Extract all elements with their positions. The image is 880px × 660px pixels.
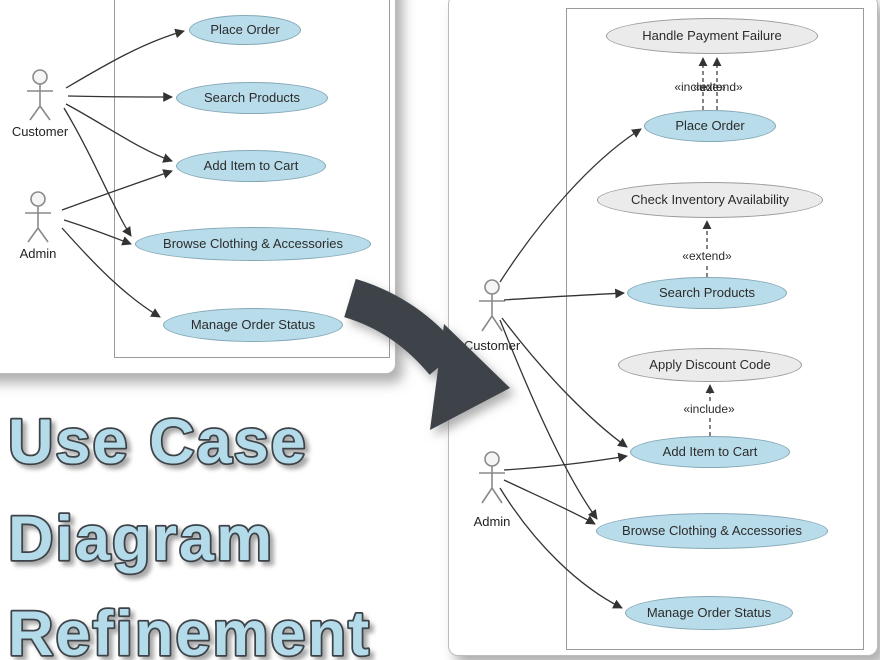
- right-customer-actor-label: Customer: [463, 338, 521, 353]
- title-line-3: Refinement: [8, 599, 371, 660]
- page-title: Use Case Diagram Refinement: [6, 405, 371, 660]
- left-admin-actor-label: Admin: [19, 246, 57, 261]
- usecase-apply-discount: Apply Discount Code: [618, 348, 802, 382]
- usecase-search-products-right: Search Products: [627, 277, 787, 309]
- usecase-search-products-left: Search Products: [176, 82, 328, 114]
- usecase-place-order-right: Place Order: [644, 110, 776, 142]
- usecase-add-item-right: Add Item to Cart: [630, 436, 790, 468]
- usecase-place-order-left: Place Order: [189, 15, 301, 45]
- left-customer-actor-label: Customer: [11, 124, 69, 139]
- usecase-browse-right: Browse Clothing & Accessories: [596, 513, 828, 549]
- stereotype-extend-top: «extend»: [693, 80, 743, 94]
- usecase-handle-payment-failure: Handle Payment Failure: [606, 18, 818, 54]
- usecase-check-inventory: Check Inventory Availability: [597, 182, 823, 218]
- stereotype-extend-mid: «extend»: [667, 249, 747, 263]
- title-line-1: Use Case: [8, 407, 308, 477]
- usecase-manage-status-right: Manage Order Status: [625, 596, 793, 630]
- right-admin-actor-label: Admin: [473, 514, 511, 529]
- usecase-browse-left: Browse Clothing & Accessories: [135, 227, 371, 261]
- stereotype-include-top: «include»: [674, 80, 726, 94]
- usecase-add-item-left: Add Item to Cart: [176, 150, 326, 182]
- title-line-2: Diagram: [8, 504, 274, 574]
- right-system-boundary: [566, 8, 864, 650]
- stereotype-include-bottom: «include»: [669, 402, 749, 416]
- usecase-manage-status-left: Manage Order Status: [163, 308, 343, 342]
